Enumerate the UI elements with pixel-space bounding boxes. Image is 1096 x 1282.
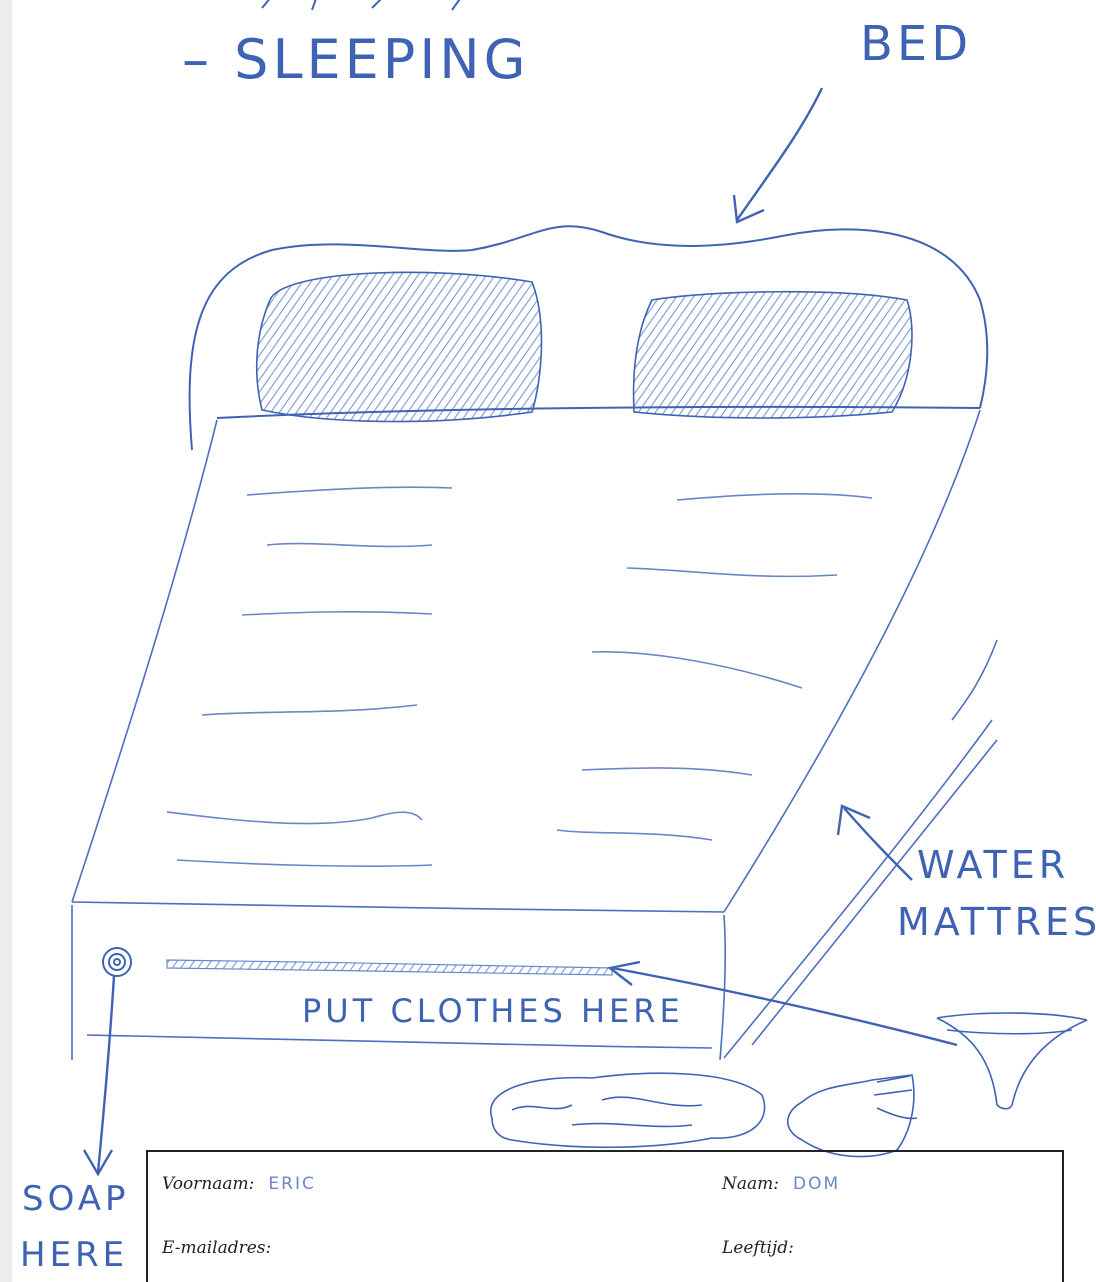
label-put-clothes-here: PUT CLOTHES HERE [302, 992, 684, 1030]
funnel-drawing [937, 1013, 1087, 1109]
clothes-pile [491, 1073, 765, 1147]
email-label: E-mailadres: [162, 1238, 271, 1258]
bed-arrow [734, 88, 822, 222]
pillow-left [257, 272, 542, 421]
sock-drawing [788, 1075, 917, 1157]
label-mattres: MATTRES [897, 900, 1096, 944]
water-ripples [167, 487, 872, 866]
naam-field: Naam: DOM [722, 1174, 840, 1194]
title-sleeping: – SLEEPING [182, 28, 530, 91]
soap-spiral [103, 948, 131, 976]
soap-arrow [84, 976, 114, 1174]
cutoff-text-fragment [262, 0, 462, 10]
water-mattress-arrow [838, 806, 912, 880]
voornaam-label: Voornaam: [162, 1174, 254, 1194]
label-soap: SOAP [22, 1179, 130, 1219]
sketch-sheet: – SLEEPING BED [12, 0, 1096, 1282]
leeftijd-label: Leeftijd: [722, 1238, 794, 1258]
leeftijd-field: Leeftijd: [722, 1238, 808, 1258]
clothes-drawer [167, 960, 612, 975]
label-water: WATER [917, 843, 1069, 887]
voornaam-field: Voornaam: ERIC [162, 1174, 316, 1194]
contact-form-box: Voornaam: ERIC Naam: DOM E-mailadres: Leef… [146, 1150, 1064, 1282]
email-field: E-mailadres: [162, 1238, 285, 1258]
bed-sketch-drawing: – SLEEPING BED [12, 0, 1096, 1282]
voornaam-value: ERIC [268, 1174, 315, 1194]
label-bed: BED [860, 16, 972, 72]
naam-value: DOM [793, 1174, 840, 1194]
pillow-right [634, 292, 912, 418]
label-here: HERE [20, 1235, 128, 1275]
naam-label: Naam: [722, 1174, 779, 1194]
